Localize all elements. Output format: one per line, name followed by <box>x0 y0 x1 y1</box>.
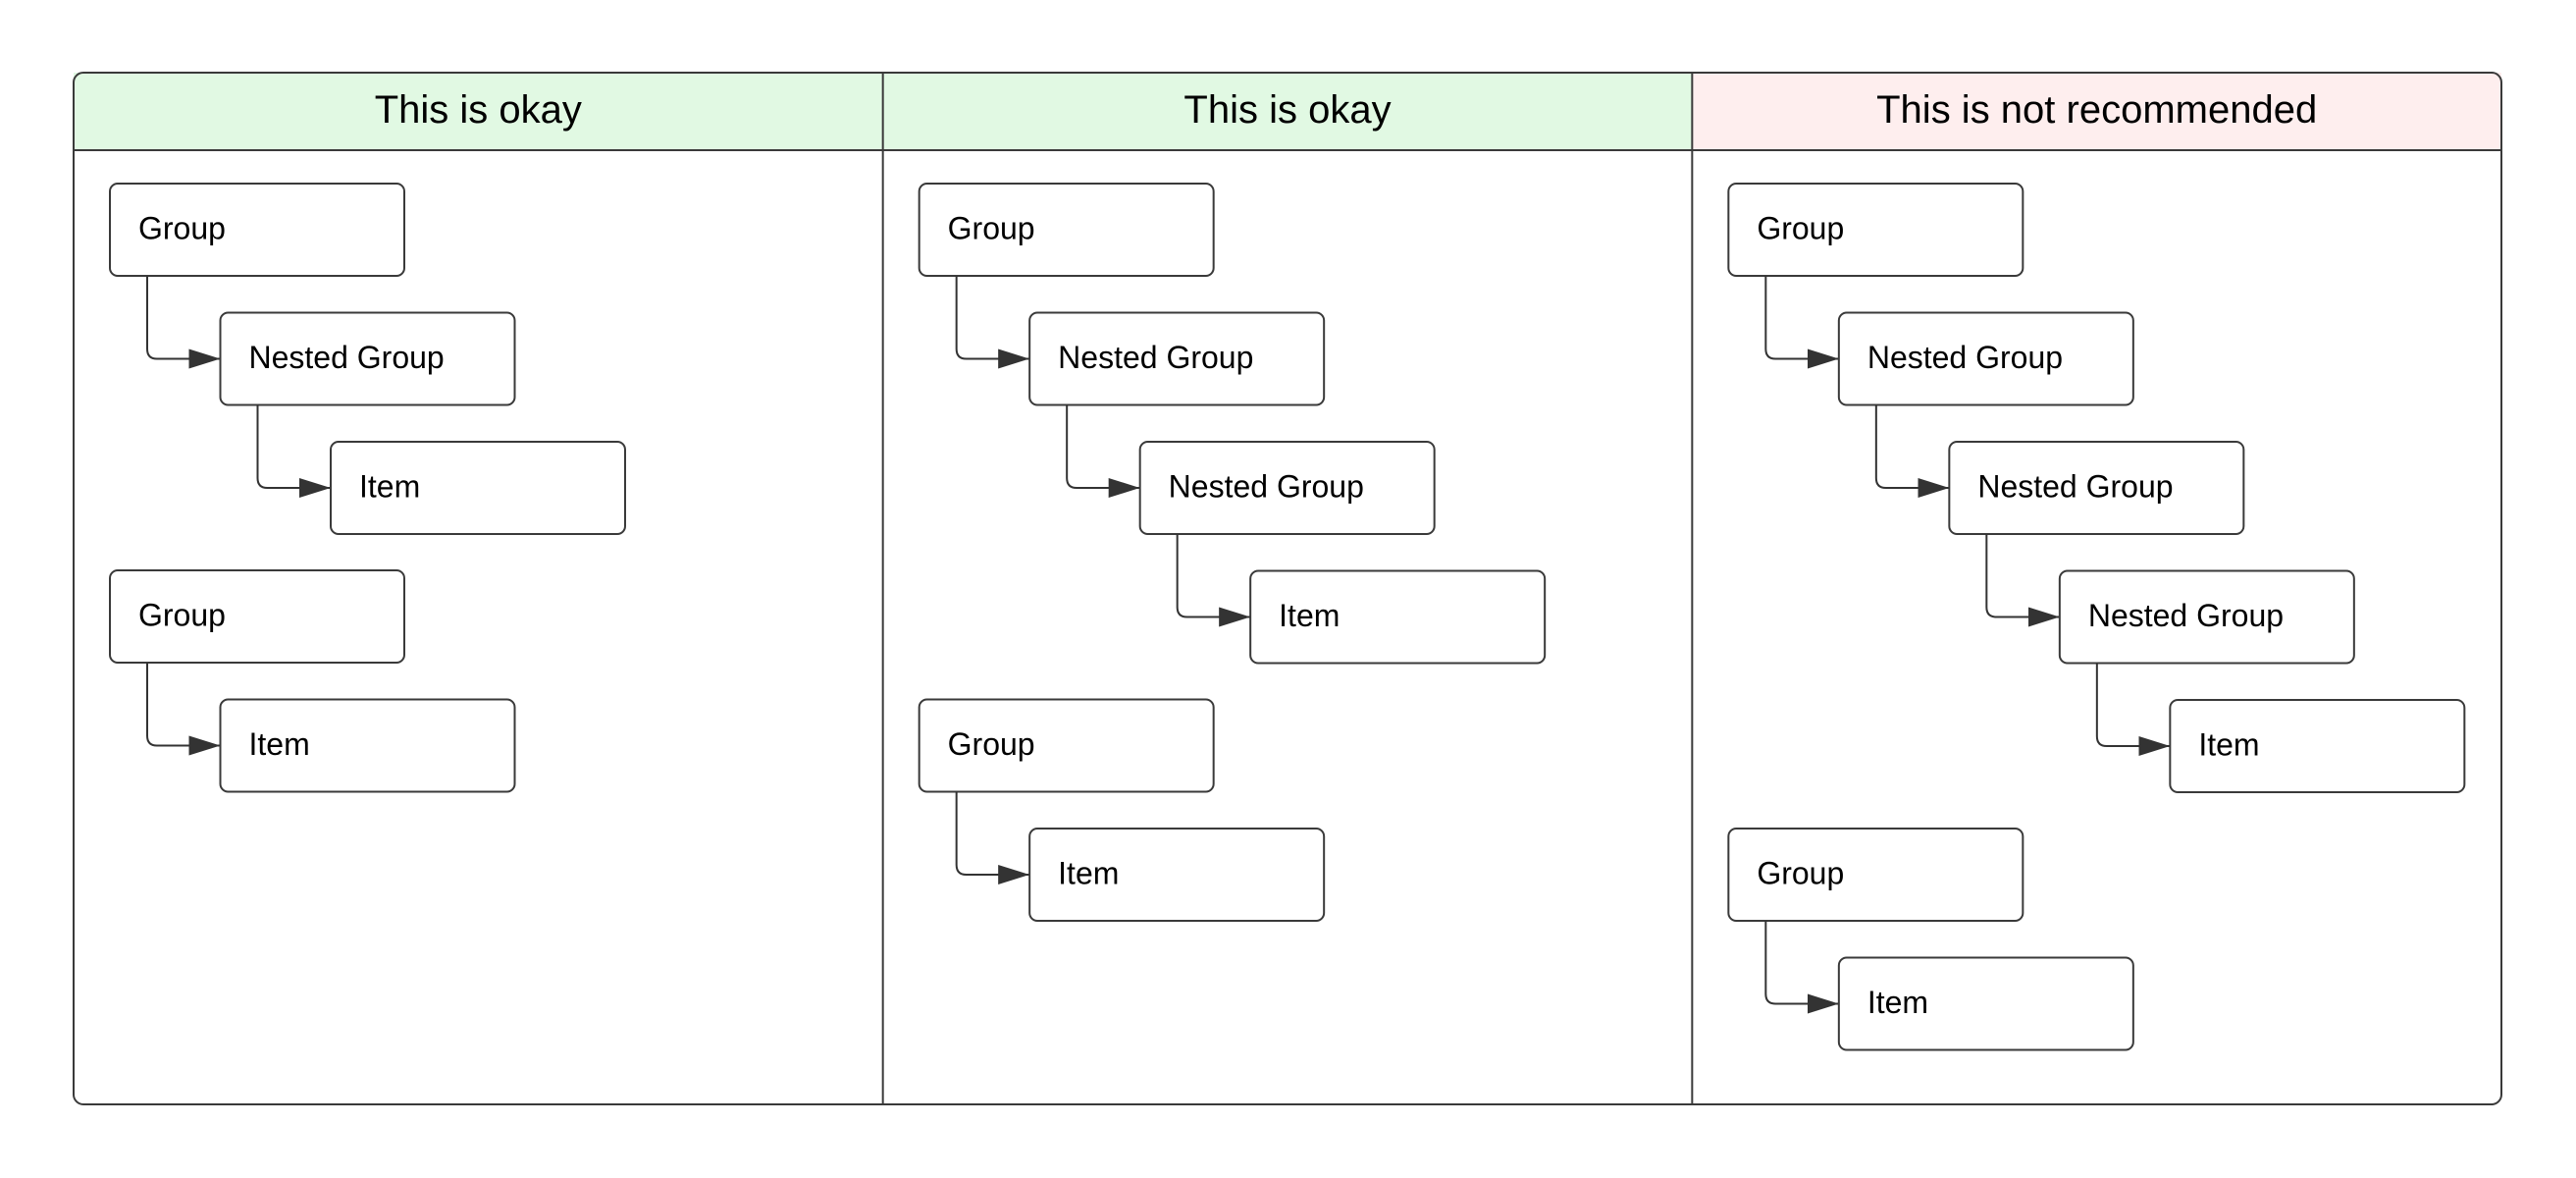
node-label: Nested Group <box>2088 598 2284 633</box>
node-label: Item <box>359 468 420 504</box>
node-label: Group <box>138 597 226 632</box>
connector-arrow <box>256 404 331 498</box>
group-box <box>1727 828 2024 922</box>
panel-title: This is not recommended <box>1876 88 2317 132</box>
connector-arrow <box>146 663 221 756</box>
connector-arrow <box>1874 404 1950 498</box>
panel-title: This is okay <box>1183 88 1391 132</box>
node-label: Item <box>2198 726 2259 762</box>
node-label: Nested Group <box>249 340 445 375</box>
group-box <box>918 183 1215 277</box>
connector-arrow <box>955 276 1030 369</box>
nested-group-box <box>2058 569 2355 665</box>
item-box <box>1028 828 1326 922</box>
panel-header <box>1692 73 2502 150</box>
diagram-frame <box>73 72 2502 1105</box>
connector-arrow <box>955 791 1030 884</box>
item-box <box>330 441 626 535</box>
connector-arrow <box>146 276 221 369</box>
item-box <box>2169 699 2466 793</box>
connector-arrow <box>1764 921 1839 1014</box>
node-label: Nested Group <box>1867 340 2063 375</box>
node-label: Group <box>138 210 226 245</box>
node-label: Nested Group <box>1058 340 1253 375</box>
node-label: Item <box>1279 598 1340 633</box>
connector-arrow <box>1176 534 1251 627</box>
node-label: Group <box>948 210 1035 245</box>
item-box <box>1249 569 1547 665</box>
connector-arrow <box>1066 404 1140 498</box>
group-box <box>918 698 1215 793</box>
connector-arrow <box>1985 534 2060 627</box>
item-box <box>219 698 516 793</box>
panel-header <box>882 73 1693 150</box>
nested-group-box <box>1948 441 2245 535</box>
group-box <box>109 183 405 277</box>
connector-arrow <box>2095 663 2171 756</box>
node-label: Group <box>1757 210 1844 245</box>
nested-group-box <box>1837 311 2134 406</box>
node-label: Nested Group <box>1977 468 2173 504</box>
nested-group-box <box>219 311 516 406</box>
node-label: Item <box>249 726 310 762</box>
node-label: Item <box>1867 985 1928 1020</box>
nested-group-box <box>1138 441 1436 535</box>
panel-title: This is okay <box>375 88 582 132</box>
node-label: Nested Group <box>1169 468 1364 504</box>
node-label: Group <box>1757 855 1844 890</box>
group-box <box>1727 183 2024 277</box>
item-box <box>1837 956 2134 1051</box>
group-box <box>109 569 405 664</box>
node-label: Group <box>948 726 1035 762</box>
nested-group-box <box>1028 311 1326 406</box>
node-label: Item <box>1058 855 1119 890</box>
connector-arrow <box>1764 276 1839 369</box>
panel-header <box>74 73 883 150</box>
